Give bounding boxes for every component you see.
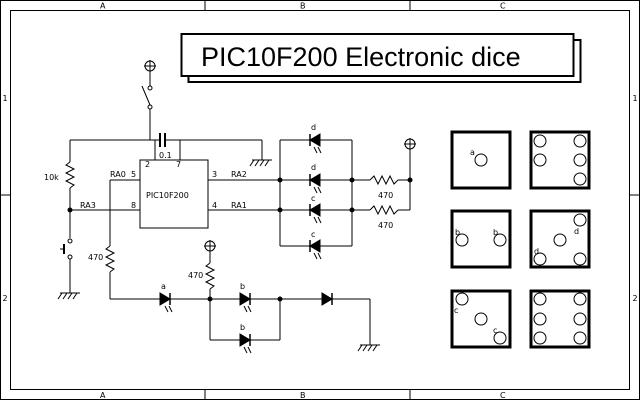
capacitor: 0.1	[150, 133, 262, 160]
die-face-5	[450, 289, 512, 349]
junction-b-out	[277, 296, 283, 302]
zone-col-a-bottom: A	[100, 391, 106, 400]
led-d1-label: d	[311, 123, 316, 132]
ic-pin-5: 5	[131, 170, 136, 179]
die-label-b2: b	[493, 228, 498, 237]
resistor-ra0-value: 470	[88, 253, 103, 262]
die-label-d2: d	[534, 247, 539, 256]
led-c2-label: c	[311, 230, 315, 239]
power-terminal-top	[144, 60, 156, 86]
push-button	[60, 238, 73, 293]
led-a-label: a	[161, 282, 166, 291]
resistor-ra0: 470	[88, 245, 160, 300]
led-b1-label: b	[240, 282, 245, 291]
die-face-3	[450, 209, 512, 269]
junction-b-top	[207, 296, 213, 302]
led-d2: d	[309, 163, 322, 194]
ic-pic10f200: PIC10F200	[109, 140, 280, 246]
ic-port-ra0: RA0	[110, 170, 126, 179]
resistor-ra2-value: 470	[378, 191, 393, 200]
die-label-c1: c	[454, 306, 458, 315]
die-face-2	[529, 130, 591, 190]
capacitor-value: 0.1	[159, 151, 172, 160]
power-terminal-right	[404, 138, 416, 210]
ic-pin-3: 3	[212, 170, 217, 179]
dice-pips	[455, 134, 587, 345]
ic-pin-2: 2	[145, 160, 150, 169]
led-ladder	[279, 139, 370, 247]
die-face-1	[450, 130, 512, 190]
led-b2: b	[210, 299, 281, 354]
resistor-ra2: 470	[369, 174, 410, 200]
power-terminal-mid	[204, 240, 216, 263]
power-switch	[141, 85, 153, 140]
die-label-a: a	[470, 148, 475, 157]
zone-col-b-top: B	[300, 2, 306, 11]
led-d1: d	[309, 123, 322, 154]
resistor-ra1-value: 470	[378, 221, 393, 230]
zone-col-b-bottom: B	[300, 391, 306, 400]
zone-row-1-left: 1	[3, 94, 8, 103]
die-face-4	[529, 209, 591, 269]
ic-label: PIC10F200	[146, 191, 189, 200]
zone-row-1-right: 1	[633, 94, 638, 103]
dice-faces	[450, 130, 591, 349]
resistor-ra1: 470	[369, 204, 410, 230]
die-label-b1: b	[455, 228, 460, 237]
ic-port-ra3: RA3	[80, 201, 96, 210]
ic-pin-4: 4	[212, 201, 217, 210]
ic-port-ra2: RA2	[231, 170, 247, 179]
junction-right	[407, 177, 413, 183]
ground-symbol-output	[357, 344, 380, 352]
resistor-b-value: 470	[188, 271, 203, 280]
die-label-d1: d	[574, 227, 579, 236]
led-c2: c	[309, 230, 322, 260]
page-title: PIC10F200 Electronic dice	[201, 42, 521, 72]
zone-row-2-left: 2	[3, 294, 8, 303]
diode-output	[321, 292, 371, 345]
pullup-resistor: 10k	[44, 140, 76, 238]
led-b2-label: b	[240, 323, 245, 332]
zone-col-c-top: C	[500, 2, 506, 11]
ground-symbol-cap	[249, 140, 272, 167]
die-label-c2: c	[493, 326, 497, 335]
led-d2-label: d	[311, 163, 316, 172]
zone-col-a-top: A	[100, 2, 106, 11]
led-c1: c	[309, 194, 322, 224]
pullup-value: 10k	[44, 173, 59, 182]
zone-col-c-bottom: C	[500, 391, 506, 400]
resistor-b: 470	[188, 262, 216, 340]
ic-pin-8: 8	[131, 201, 136, 210]
led-b1: b	[239, 282, 322, 313]
zone-row-2-right: 2	[633, 294, 638, 303]
title-box: PIC10F200 Electronic dice	[180, 33, 582, 83]
die-face-6	[529, 289, 591, 349]
ic-port-ra1: RA1	[231, 201, 247, 210]
ladder-junctions	[277, 177, 355, 213]
led-a: a	[159, 282, 240, 313]
ground-symbol-button	[57, 292, 80, 300]
led-c1-label: c	[311, 194, 315, 203]
ic-pin-7: 7	[176, 160, 181, 169]
